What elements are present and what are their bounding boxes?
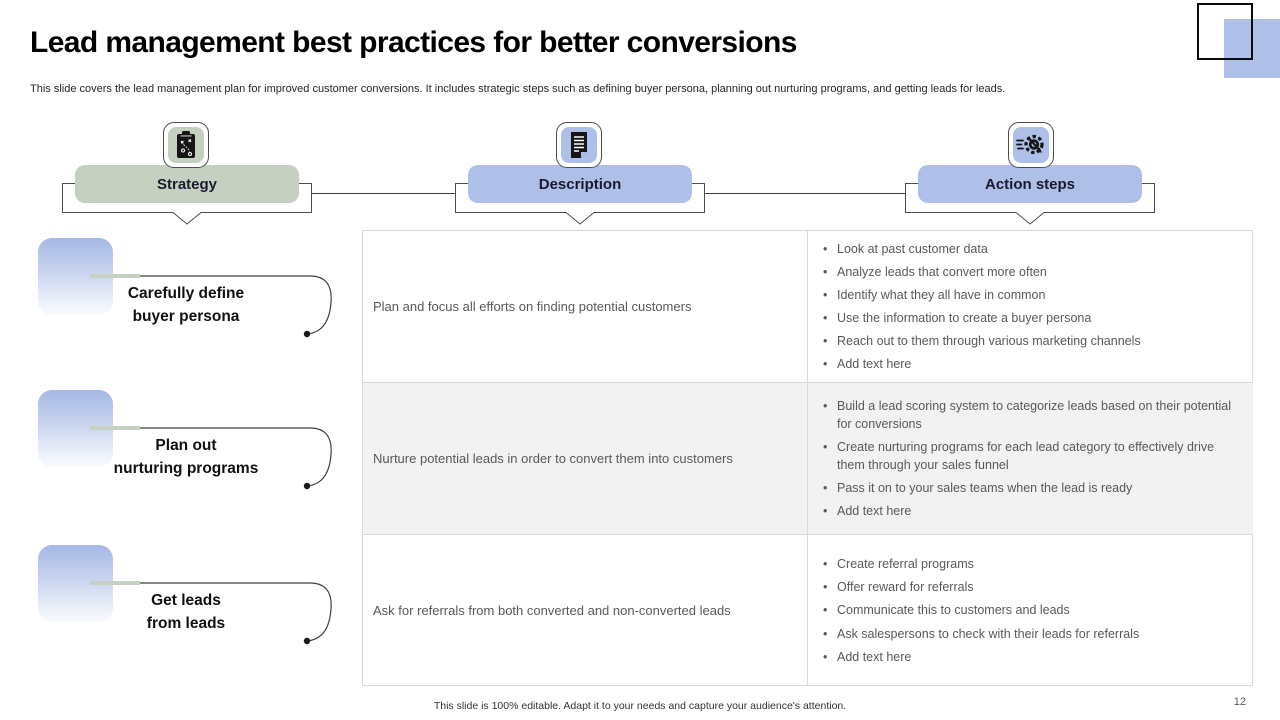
description-icon-frame — [556, 122, 602, 168]
page-subtitle: This slide covers the lead management pl… — [30, 83, 1006, 95]
page-title: Lead management best practices for bette… — [30, 26, 797, 59]
page-number: 12 — [1233, 696, 1246, 708]
content-table: Plan and focus all efforts on finding po… — [362, 230, 1253, 686]
action-item: Analyze leads that convert more often — [814, 263, 1243, 281]
action-item: Use the information to create a buyer pe… — [814, 309, 1243, 327]
action-item: Reach out to them through various market… — [814, 332, 1243, 350]
description-text: Ask for referrals from both converted an… — [373, 603, 731, 618]
strategy-item-line: from leads — [146, 615, 226, 632]
action-item: Add text here — [814, 355, 1243, 373]
column-header-label: Description — [538, 175, 622, 193]
description-text: Plan and focus all efforts on finding po… — [373, 299, 692, 314]
action-item: Create nurturing programs for each lead … — [814, 438, 1243, 474]
description-cell: Ask for referrals from both converted an… — [362, 534, 807, 686]
strategy-item-label: Plan out nurturing programs — [75, 434, 297, 480]
gear-speed-icon — [1013, 127, 1049, 163]
action-item: Ask salespersons to check with their lea… — [814, 625, 1243, 643]
strategy-item-line: Get leads — [151, 592, 221, 609]
hook-line — [90, 274, 332, 338]
column-header-action-steps: Action steps — [918, 165, 1142, 203]
connector-line — [705, 193, 905, 194]
clipboard-strategy-icon — [168, 127, 204, 163]
action-steps-cell: Look at past customer dataAnalyze leads … — [807, 230, 1253, 382]
action-list: Build a lead scoring system to categoriz… — [808, 383, 1253, 534]
action-steps-cell: Create referral programsOffer reward for… — [807, 534, 1253, 686]
decor-outline-square — [1197, 3, 1253, 60]
action-steps-cell: Build a lead scoring system to categoriz… — [807, 382, 1253, 534]
strategy-hook-connector — [85, 270, 345, 342]
strategy-item-line: buyer persona — [132, 308, 240, 325]
column-header-label: Strategy — [156, 175, 218, 193]
gear-speed-glyph — [1016, 134, 1044, 155]
document-glyph — [571, 132, 587, 158]
strategy-item-label: Get leads from leads — [75, 589, 297, 635]
column-header-label: Action steps — [984, 175, 1075, 193]
action-item: Pass it on to your sales teams when the … — [814, 479, 1243, 497]
strategy-icon-frame — [163, 122, 209, 168]
action-steps-icon-frame — [1008, 122, 1054, 168]
strategy-hook-connector — [85, 422, 345, 494]
action-item: Create referral programs — [814, 555, 1243, 573]
strategy-hook-connector — [85, 577, 345, 649]
strategy-item-label: Carefully define buyer persona — [75, 282, 297, 328]
clipboard-strategy-glyph — [177, 131, 195, 158]
column-header-description: Description — [468, 165, 692, 203]
connector-line — [312, 193, 455, 194]
action-item: Build a lead scoring system to categoriz… — [814, 397, 1243, 433]
action-item: Look at past customer data — [814, 240, 1243, 258]
action-item: Offer reward for referrals — [814, 578, 1243, 596]
description-cell: Plan and focus all efforts on finding po… — [362, 230, 807, 382]
description-cell: Nurture potential leads in order to conv… — [362, 382, 807, 534]
action-item: Add text here — [814, 648, 1243, 666]
strategy-item-line: Carefully define — [127, 285, 245, 302]
strategy-item-line: Plan out — [155, 437, 217, 454]
hook-line — [90, 426, 332, 490]
strategy-item-line: nurturing programs — [113, 460, 259, 477]
action-list: Create referral programsOffer reward for… — [808, 535, 1253, 686]
action-item: Add text here — [814, 502, 1243, 520]
hook-line — [90, 581, 332, 645]
action-item: Communicate this to customers and leads — [814, 601, 1243, 619]
action-list: Look at past customer dataAnalyze leads … — [808, 231, 1253, 382]
column-header-strategy: Strategy — [75, 165, 299, 203]
description-text: Nurture potential leads in order to conv… — [373, 451, 733, 466]
footer-note: This slide is 100% editable. Adapt it to… — [433, 700, 847, 712]
document-icon — [561, 127, 597, 163]
action-item: Identify what they all have in common — [814, 286, 1243, 304]
